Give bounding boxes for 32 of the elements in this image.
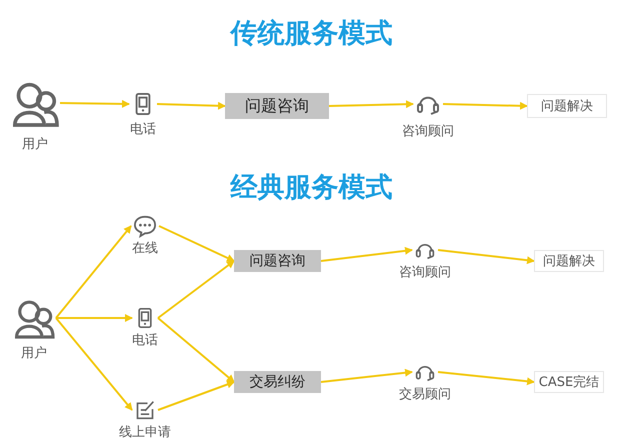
node-label: 咨询顾问 (399, 265, 451, 281)
arrow (60, 100, 130, 108)
heading: 经典服务模式 (229, 172, 394, 204)
result-box: 问题解决 (534, 250, 604, 272)
arrow (438, 371, 535, 386)
node-label: 用户 (21, 346, 47, 362)
process-box: 问题咨询 (234, 250, 321, 272)
node-label: 电话 (132, 333, 158, 349)
node-label: 线上申请 (119, 425, 171, 441)
arrow (158, 225, 235, 262)
node-label: 在线 (132, 241, 158, 257)
arrow (56, 314, 133, 322)
result-box: 问题解决 (527, 94, 607, 118)
arrow (55, 225, 132, 319)
arrow (157, 317, 235, 383)
arrow (157, 260, 235, 319)
arrow (320, 368, 413, 383)
arrow (156, 102, 226, 110)
node-label: 咨询顾问 (402, 124, 454, 140)
result-box: CASE完结 (534, 371, 604, 393)
arrow (438, 249, 535, 264)
arrow (55, 317, 133, 411)
arrow (158, 380, 235, 411)
arrow (442, 102, 528, 110)
title: 传统服务模式 (228, 18, 394, 50)
node-label: 电话 (130, 122, 156, 138)
process-box: 交易纠纷 (234, 371, 321, 393)
process-box: 问题咨询 (225, 93, 329, 119)
node-label: 交易顾问 (399, 387, 451, 403)
arrow (320, 246, 413, 262)
node-label: 用户 (22, 137, 48, 153)
arrow (328, 100, 414, 108)
